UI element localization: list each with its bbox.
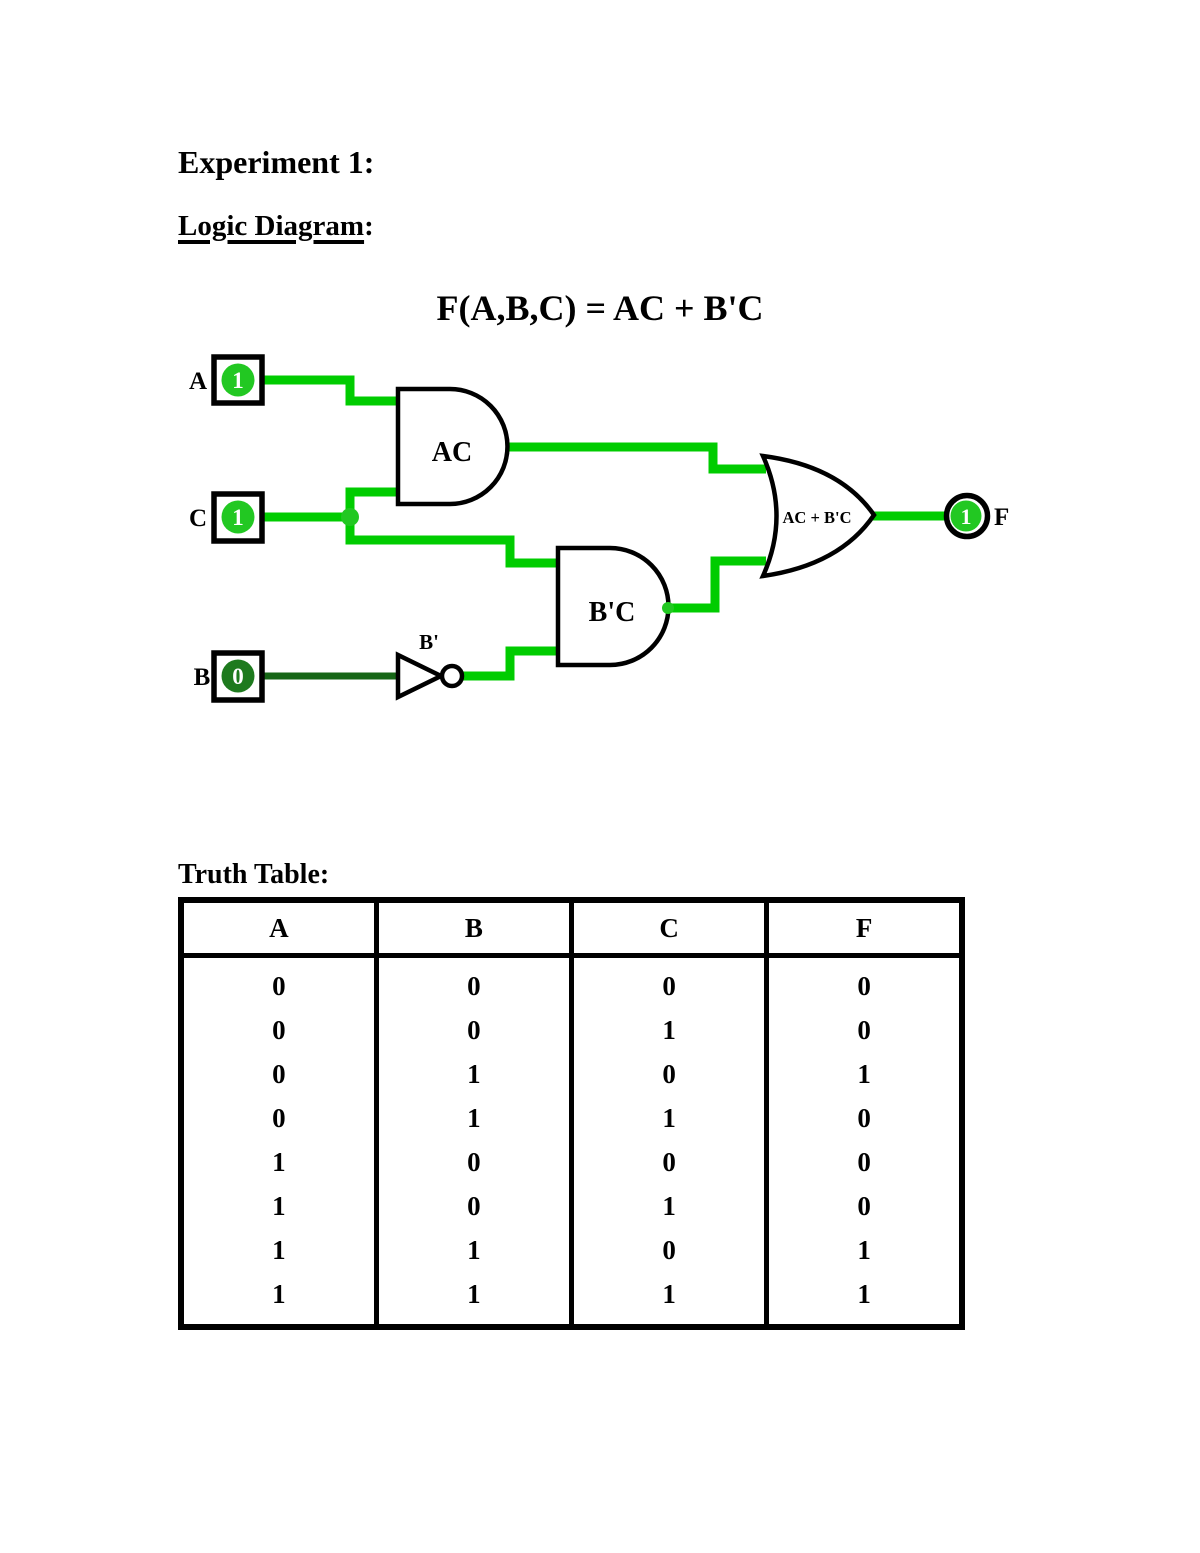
- table-cell: 1: [857, 1278, 871, 1309]
- table-cell: 1: [571, 1008, 770, 1052]
- table-cell: 0: [571, 1052, 770, 1096]
- table-cell: 1: [571, 1096, 770, 1140]
- table-cell: 0: [571, 1228, 770, 1272]
- input-a-value: 1: [232, 368, 244, 393]
- table-cell: 0: [376, 955, 575, 1008]
- table-cell: 0: [857, 1190, 871, 1221]
- wire-and1-to-or: [505, 442, 766, 474]
- and-gate-bc-label: B'C: [589, 597, 636, 628]
- input-b-state-lamp: [221, 659, 255, 693]
- table-cell: 0: [181, 1052, 379, 1096]
- logic-diagram-heading-colon: :: [364, 210, 374, 242]
- wire-input-a: [262, 375, 398, 406]
- table-cell: 0: [181, 1008, 379, 1052]
- table-cell: 1: [376, 1052, 575, 1096]
- table-cell: 1: [571, 1184, 770, 1228]
- table-cell: 0: [857, 1102, 871, 1133]
- output-f-label: F: [994, 504, 1009, 531]
- or-gate-label: AC + B'C: [783, 508, 852, 527]
- table-cell: 1: [181, 1140, 379, 1184]
- page-title-text: Experiment 1:: [178, 144, 375, 180]
- boolean-formula: F(A,B,C) = AC + B'C: [436, 288, 764, 328]
- table-cell: 0: [857, 970, 871, 1001]
- table-cell: 0: [376, 1140, 575, 1184]
- truth-table-header: A B C F: [181, 900, 962, 958]
- table-cell: 1: [376, 1272, 575, 1327]
- output-f-value: 1: [961, 504, 972, 529]
- input-b-value: 0: [232, 664, 244, 689]
- input-a-label: A: [189, 368, 207, 395]
- input-c-label: C: [189, 505, 207, 532]
- col-header-a: A: [181, 900, 379, 958]
- logic-diagram-heading-text: Logic Diagram: [178, 210, 365, 242]
- table-cell: 1: [376, 1096, 575, 1140]
- col-header-f: F: [766, 900, 962, 958]
- logic-circuit-diagram: 1 1 0 1 A C B AC B'C B' AC + B'C F: [189, 354, 1009, 703]
- table-cell: 0: [571, 955, 770, 1008]
- and-gate-ac: [395, 386, 510, 507]
- not-gate-bubble: [439, 663, 465, 689]
- table-cell: 0: [857, 1146, 871, 1177]
- wire-nub-and2-out: [662, 602, 674, 614]
- wire-not-to-and2: [463, 646, 558, 681]
- table-cell: 0: [571, 1140, 770, 1184]
- wire-and2-to-or: [665, 556, 766, 613]
- col-header-c: C: [571, 900, 770, 958]
- input-b-label: B: [194, 664, 211, 691]
- logic-diagram-heading: Logic Diagram:: [178, 210, 374, 243]
- table-cell: 0: [857, 1014, 871, 1045]
- table-cell: 1: [181, 1228, 379, 1272]
- input-c-value: 1: [232, 505, 244, 530]
- table-cell: 1: [376, 1228, 575, 1272]
- table-cell: 1: [181, 1272, 379, 1327]
- table-cell: 1: [571, 1272, 770, 1327]
- table-cell: 0: [181, 1096, 379, 1140]
- or-gate: [759, 453, 877, 579]
- not-gate-label: B': [419, 630, 439, 654]
- header-row: A B C F: [181, 900, 962, 958]
- wire-junction-c: [341, 508, 359, 526]
- not-gate: [395, 651, 447, 701]
- output-lamp-f: [950, 500, 982, 532]
- page-title: Experiment 1:: [178, 144, 374, 181]
- table-cell: 0: [181, 955, 379, 1008]
- input-a-state-lamp: [221, 363, 255, 397]
- and-gate-ac-label: AC: [432, 437, 472, 468]
- wire-c-to-and2: [345, 517, 558, 568]
- table-cell: 0: [376, 1184, 575, 1228]
- table-cell: 1: [857, 1234, 871, 1265]
- truth-table-heading: Truth Table:: [178, 859, 330, 890]
- input-c-state-lamp: [221, 500, 255, 534]
- table-cell: 0: [376, 1008, 575, 1052]
- table-cell: 1: [857, 1058, 871, 1089]
- col-header-b: B: [376, 900, 575, 958]
- table-cell: 1: [181, 1184, 379, 1228]
